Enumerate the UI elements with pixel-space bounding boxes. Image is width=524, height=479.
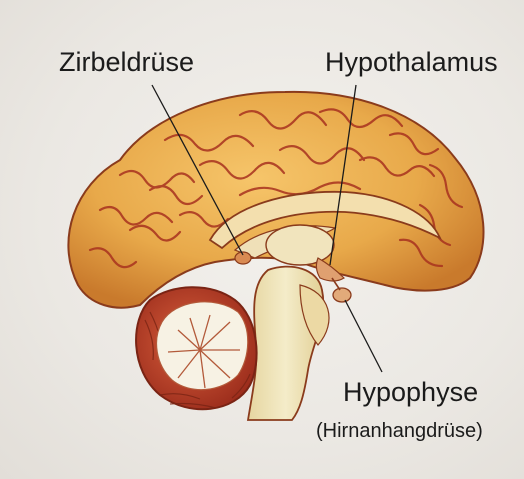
leader-line-hypophyse xyxy=(345,300,382,372)
label-hypophyse: Hypophyse xyxy=(343,377,478,408)
label-hypothalamus: Hypothalamus xyxy=(325,47,498,78)
arbor-vitae xyxy=(157,302,248,390)
label-hirnanhangdruse: (Hirnanhangdrüse) xyxy=(316,420,483,443)
label-zirbeldruse: Zirbeldrüse xyxy=(59,47,194,78)
thalamus xyxy=(266,225,334,265)
pituitary-gland xyxy=(333,288,351,302)
